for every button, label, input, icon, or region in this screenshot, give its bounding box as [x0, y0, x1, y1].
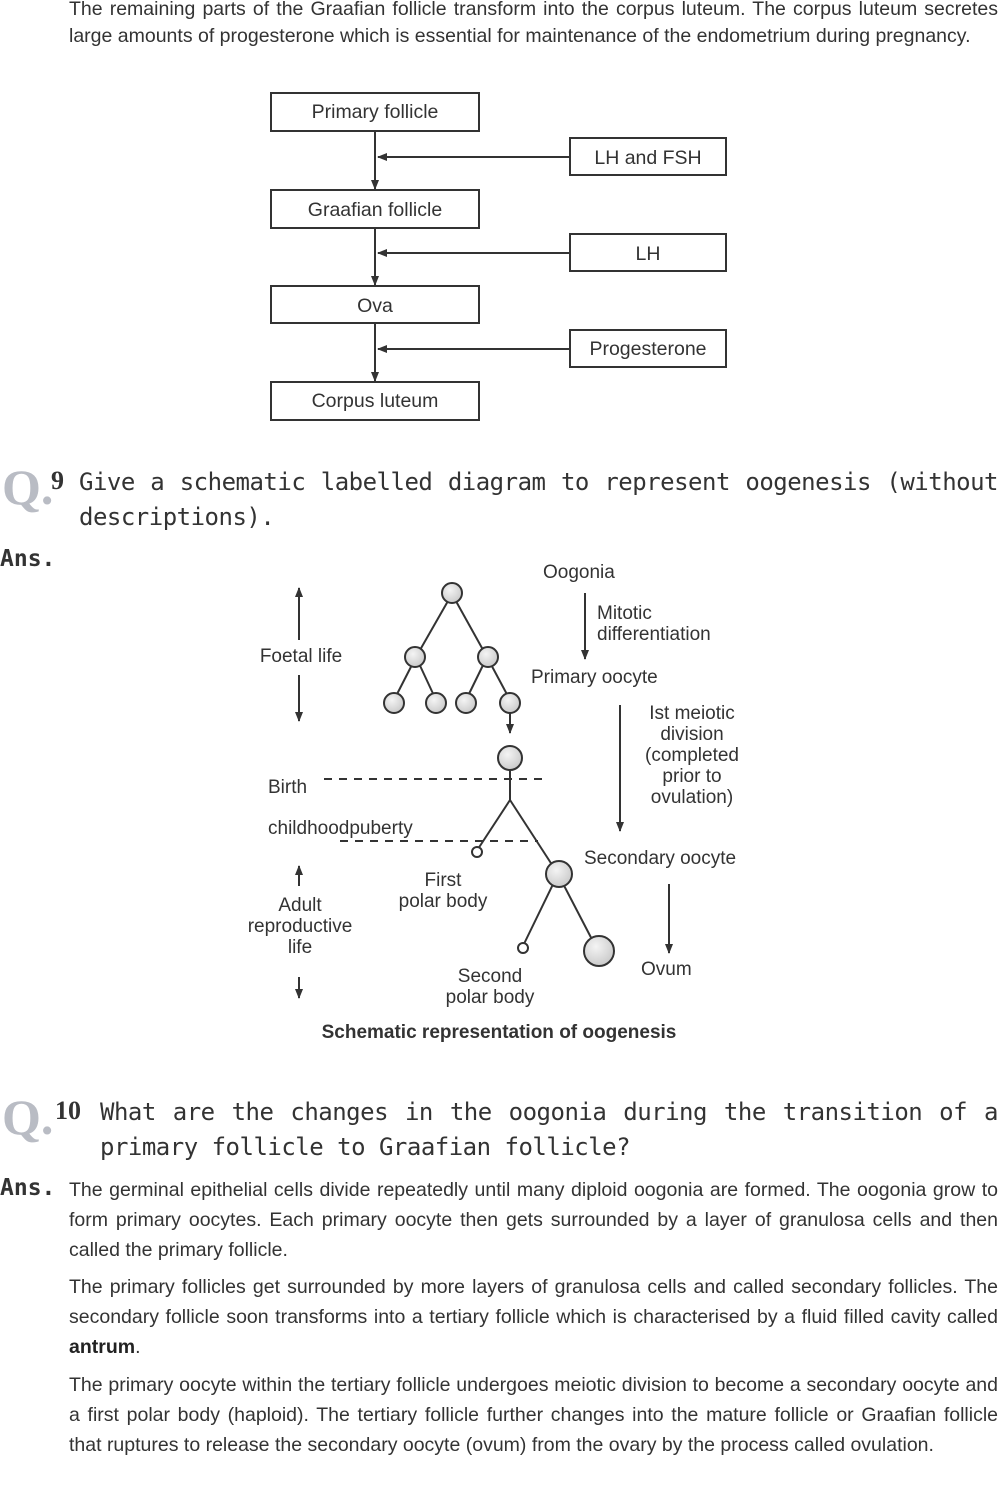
flow-box-corpus-luteum: Corpus luteum	[270, 381, 480, 421]
q9-mark: Q.	[2, 459, 54, 515]
q9-number: 9	[51, 466, 64, 495]
ovum-cell	[583, 935, 615, 967]
flow-box-primary-follicle: Primary follicle	[270, 92, 480, 132]
para2-text: The primary follicles get surrounded by …	[69, 1276, 998, 1328]
q10-ans-label: Ans.	[0, 1175, 56, 1201]
oogonium-cell	[441, 582, 463, 604]
para2-end: .	[135, 1336, 141, 1358]
svg-text:LH and FSH: LH and FSH	[594, 147, 701, 169]
label-ovum: Ovum	[641, 959, 692, 980]
flow-input-progesterone: Progesterone	[569, 329, 727, 368]
q10-mark: Q.	[2, 1089, 54, 1145]
oogonium-cell	[425, 692, 447, 714]
label-life: life	[288, 937, 312, 958]
label-childhood-puberty: childhoodpuberty	[268, 818, 413, 839]
svg-text:Corpus luteum: Corpus luteum	[312, 390, 439, 412]
svg-text:LH: LH	[636, 243, 661, 265]
label-meiotic-5: ovulation)	[651, 787, 733, 808]
label-meiotic-4: prior to	[662, 766, 721, 787]
svg-text:Progesterone: Progesterone	[589, 338, 706, 360]
label-meiotic-3: (completed	[645, 745, 739, 766]
label-differentiation: differentiation	[597, 624, 711, 645]
q9-ans-label: Ans.	[0, 546, 56, 572]
q10-number: 10	[55, 1096, 81, 1125]
label-primary-oocyte: Primary oocyte	[531, 667, 658, 688]
oogonium-cell	[499, 692, 521, 714]
oogenesis-diagram: Oogonia Mitotic differentiation Primary …	[248, 562, 739, 1043]
flow-input-lh-fsh: LH and FSH	[569, 137, 727, 176]
label-adult: Adult	[278, 895, 322, 916]
antrum-term: antrum	[69, 1336, 136, 1358]
label-mitotic: Mitotic	[597, 603, 652, 624]
label-second-polar-body: polar body	[446, 987, 535, 1008]
flow-box-graafian-follicle: Graafian follicle	[270, 189, 480, 229]
q10-question: What are the changes in the oogonia duri…	[100, 1098, 999, 1161]
svg-text:Primary follicle: Primary follicle	[312, 101, 439, 123]
label-meiotic-1: Ist meiotic	[649, 703, 735, 724]
oogonium-cell	[477, 646, 499, 668]
flow-box-ova: Ova	[270, 285, 480, 324]
q9-question: Give a schematic labelled diagram to rep…	[79, 468, 999, 531]
label-foetal-life: Foetal life	[260, 646, 342, 667]
label-birth: Birth	[268, 777, 307, 798]
svg-text:Graafian follicle: Graafian follicle	[308, 199, 442, 221]
first-polar-body-cell	[471, 846, 483, 858]
second-polar-body-cell	[517, 942, 529, 954]
secondary-oocyte-cell	[545, 860, 573, 888]
label-oogonia: Oogonia	[543, 562, 615, 583]
q10-answer-para-1: The germinal epithelial cells divide rep…	[69, 1179, 998, 1261]
label-second-polar: Second	[458, 966, 522, 987]
oogonium-cell	[404, 646, 426, 668]
label-first-polar-body: polar body	[399, 891, 488, 912]
label-secondary-oocyte: Secondary oocyte	[584, 848, 736, 869]
label-meiotic-2: division	[660, 724, 723, 745]
oogonium-cell	[383, 692, 405, 714]
svg-text:Ova: Ova	[357, 295, 393, 317]
primary-oocyte-cell	[497, 745, 523, 771]
diagram-caption: Schematic representation of oogenesis	[322, 1022, 677, 1043]
flow-input-lh: LH	[569, 233, 727, 272]
label-reproductive: reproductive	[248, 916, 353, 937]
label-first-polar: First	[425, 870, 463, 891]
q10-answer-para-2: The primary follicles get surrounded by …	[69, 1272, 998, 1362]
q10-answer-para-3: The primary oocyte within the tertiary f…	[69, 1374, 998, 1456]
oogonium-cell	[455, 692, 477, 714]
hormone-flowchart: Primary follicle Graafian follicle Ova C…	[270, 92, 727, 421]
intro-paragraph: The remaining parts of the Graafian foll…	[69, 0, 998, 47]
